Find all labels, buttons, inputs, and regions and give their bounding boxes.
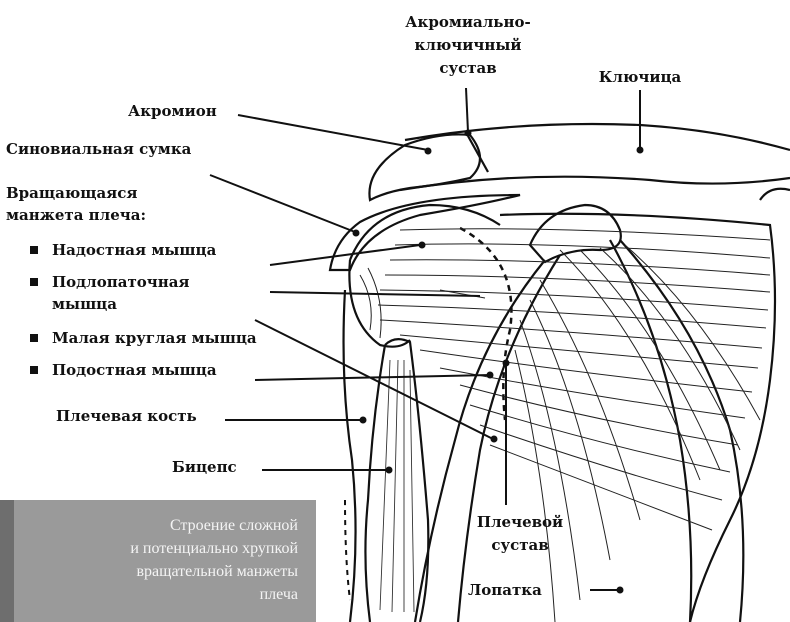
humeral-head bbox=[348, 203, 501, 348]
caption-line-1: Строение сложной bbox=[170, 517, 298, 534]
biceps-muscle bbox=[364, 338, 430, 622]
label-infraspinatus: Подостная мышца bbox=[52, 361, 217, 379]
humerus-shaft bbox=[342, 289, 357, 622]
clavicle-end bbox=[759, 187, 790, 201]
label-bursa: Синовиальная сумка bbox=[6, 140, 192, 158]
muscle-fibres bbox=[359, 228, 771, 622]
caption-line-3: вращательной манжеты bbox=[136, 563, 298, 580]
bursa-shape bbox=[328, 193, 521, 272]
label-humerus: Плечевая кость bbox=[56, 407, 197, 425]
caption-box: Строение сложной и потенциально хрупкой … bbox=[0, 500, 316, 622]
caption-line-2: и потенциально хрупкой bbox=[130, 540, 298, 557]
caption-line-4: плеча bbox=[260, 586, 298, 603]
label-shoulder-joint-1: Плечевой bbox=[477, 513, 563, 531]
label-shoulder-joint-2: сустав bbox=[491, 536, 548, 554]
bullet-supraspinatus bbox=[30, 246, 38, 254]
label-clavicle: Ключица bbox=[599, 68, 682, 86]
label-acromion: Акромион bbox=[128, 102, 217, 120]
label-scapula: Лопатка bbox=[468, 581, 542, 599]
caption-side-bar bbox=[0, 500, 14, 622]
joint-dashed-line bbox=[459, 226, 513, 421]
leader-lines bbox=[209, 87, 644, 594]
bullet-subscapularis bbox=[30, 278, 38, 286]
label-ac-joint-3: сустав bbox=[439, 59, 496, 77]
coracoid-process bbox=[528, 203, 622, 264]
label-ac-joint-1: Акромиально- bbox=[405, 13, 530, 31]
labels: Акромиально- ключичный сустав Ключица Ак… bbox=[6, 13, 682, 599]
label-supraspinatus: Надостная мышца bbox=[52, 241, 217, 259]
scapula-outline bbox=[499, 212, 777, 622]
label-biceps: Бицепс bbox=[172, 458, 237, 476]
tendon-2 bbox=[456, 254, 561, 622]
acromion-shape bbox=[368, 133, 482, 202]
bullet-infraspinatus bbox=[30, 366, 38, 374]
label-rotator-cuff-1: Вращающаяся bbox=[6, 184, 137, 202]
label-subscapularis-1: Подлопаточная bbox=[52, 273, 190, 291]
label-ac-joint-2: ключичный bbox=[414, 36, 521, 54]
bullet-teres-minor bbox=[30, 334, 38, 342]
anatomy-illustration bbox=[328, 122, 790, 622]
label-subscapularis-2: мышца bbox=[52, 295, 117, 313]
label-rotator-cuff-2: манжета плеча: bbox=[6, 206, 146, 224]
caption-background bbox=[0, 500, 316, 622]
label-teres-minor: Малая круглая мышца bbox=[52, 329, 257, 347]
ac-joint-line bbox=[467, 135, 489, 173]
tendon-3 bbox=[609, 239, 693, 622]
